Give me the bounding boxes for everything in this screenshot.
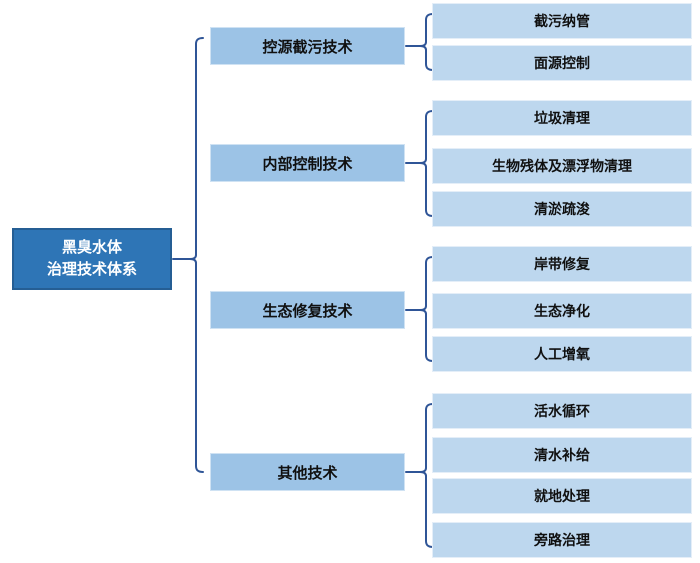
child-node-4-4-label: 旁路治理 bbox=[534, 532, 590, 548]
child-node-3-2: 生态净化 bbox=[432, 293, 692, 329]
child-node-1-2: 面源控制 bbox=[432, 45, 692, 81]
child-node-2-1: 垃圾清理 bbox=[432, 100, 692, 136]
child-node-3-3-label: 人工增氧 bbox=[534, 346, 590, 362]
child-node-4-3-label: 就地处理 bbox=[534, 488, 590, 504]
child-node-1-1: 截污纳管 bbox=[432, 3, 692, 39]
child-node-4-1-label: 活水循环 bbox=[534, 403, 590, 419]
branch-node-4: 其他技术 bbox=[210, 453, 405, 491]
child-node-4-1: 活水循环 bbox=[432, 393, 692, 429]
branch-node-3: 生态修复技术 bbox=[210, 291, 405, 329]
child-node-2-1-label: 垃圾清理 bbox=[534, 110, 590, 126]
child-node-2-2: 生物残体及漂浮物清理 bbox=[432, 148, 692, 184]
left-brace bbox=[189, 37, 204, 473]
child-node-4-3: 就地处理 bbox=[432, 478, 692, 514]
root-node-label-line1: 黑臭水体 bbox=[61, 239, 122, 257]
child-node-4-2-label: 清水补给 bbox=[534, 447, 590, 463]
child-node-4-2: 清水补给 bbox=[432, 437, 692, 473]
child-node-3-1: 岸带修复 bbox=[432, 246, 692, 282]
branch-node-1-label: 控源截污技术 bbox=[262, 38, 353, 56]
child-node-3-1-label: 岸带修复 bbox=[534, 256, 590, 272]
child-node-3-2-label: 生态净化 bbox=[534, 303, 590, 319]
child-node-3-3: 人工增氧 bbox=[432, 336, 692, 372]
child-node-2-3-label: 清淤疏浚 bbox=[534, 201, 590, 217]
child-node-2-2-label: 生物残体及漂浮物清理 bbox=[492, 158, 632, 174]
root-node-label-line2: 治理技术体系 bbox=[46, 261, 137, 278]
child-node-4-4: 旁路治理 bbox=[432, 522, 692, 558]
branch-node-2: 内部控制技术 bbox=[210, 144, 405, 182]
root-node: 黑臭水体 治理技术体系 bbox=[12, 228, 172, 290]
branch-node-1: 控源截污技术 bbox=[210, 27, 405, 65]
branch-node-2-label: 内部控制技术 bbox=[262, 155, 353, 173]
branch-node-3-label: 生态修复技术 bbox=[262, 302, 353, 320]
branch-node-4-label: 其他技术 bbox=[277, 464, 338, 482]
child-node-1-1-label: 截污纳管 bbox=[534, 13, 590, 29]
child-node-1-2-label: 面源控制 bbox=[534, 55, 590, 71]
child-node-2-3: 清淤疏浚 bbox=[432, 191, 692, 227]
